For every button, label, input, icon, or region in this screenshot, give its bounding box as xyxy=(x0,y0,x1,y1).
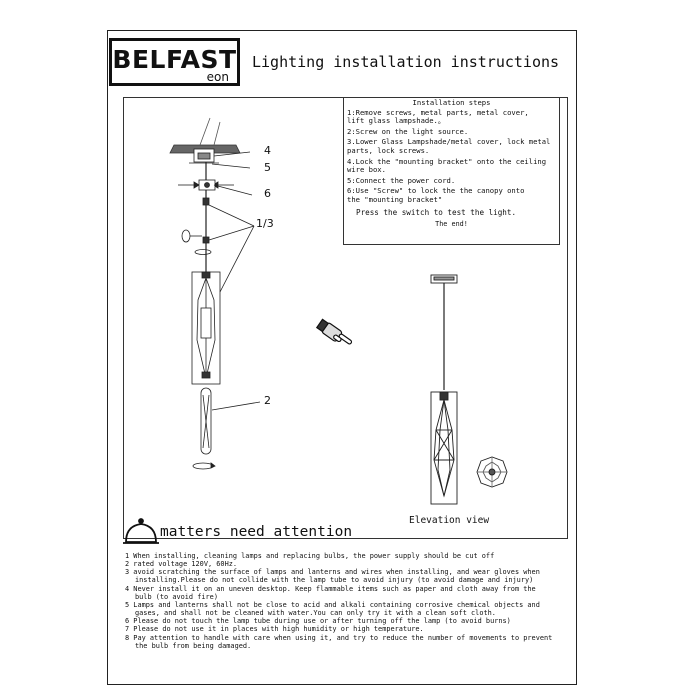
brand-sub: eon xyxy=(206,70,229,84)
test-instruction: Press the switch to test the light. xyxy=(356,207,517,217)
brand-logo: BELFAST eon xyxy=(109,38,240,86)
part-label-2: 2 xyxy=(264,394,271,407)
step-2: 2:Screw on the light source. xyxy=(347,126,469,136)
part-label-1-3: 1/3 xyxy=(256,217,274,230)
fitting-top xyxy=(202,197,210,206)
rotate-indicator-top xyxy=(181,229,212,255)
note-line: bulb (to avoid fire) xyxy=(135,592,218,601)
document-title: Lighting installation instructions xyxy=(252,53,560,71)
end-text: The end! xyxy=(435,220,468,229)
diagram-frame xyxy=(123,97,568,539)
step-3: 3.Lower Glass Lampshade/metal cover, loc… xyxy=(347,137,551,155)
step-4: 4.Lock the "mounting bracket" onto the c… xyxy=(347,156,547,175)
instruction-sheet xyxy=(107,30,577,685)
note-line: installing.Please do not collide with th… xyxy=(135,576,534,585)
attention-notes: 1 When installing, cleaning lamps and re… xyxy=(125,552,565,650)
note-line: gases, and shall not be cleaned with wat… xyxy=(135,609,496,618)
note-line: 6 Please do not touch the lamp tube duri… xyxy=(125,617,511,626)
note-line: 8 Pay attention to handle with care when… xyxy=(125,633,553,642)
note-line: 7 Please do not use it in places with hi… xyxy=(125,625,424,634)
top-view-octagon xyxy=(476,456,508,488)
note-line: 5 Lamps and lanterns shall not be close … xyxy=(125,600,540,609)
note-line: the bulb from being damaged. xyxy=(135,641,252,650)
rotate-indicator-bottom xyxy=(192,462,216,470)
note-line: 3 avoid scratching the surface of lamps … xyxy=(125,568,540,577)
elevation-view-label: Elevation view xyxy=(409,515,490,526)
elevation-lampshade xyxy=(430,391,458,505)
leader-lines xyxy=(208,151,261,411)
brand-name: BELFAST xyxy=(112,45,237,74)
note-line: 2 rated voltage 120V, 60Hz. xyxy=(125,560,238,569)
step-5: 5:Connect the power cord. xyxy=(347,175,456,185)
glass-lampshade xyxy=(191,271,221,385)
installation-steps-box: Installation steps 1:Remove screws, meta… xyxy=(343,97,560,245)
attention-title: matters need attention xyxy=(160,524,353,540)
part-label-5: 5 xyxy=(264,161,271,174)
step-1: 1:Remove screws, metal parts, metal cove… xyxy=(347,107,529,126)
steps-heading: Installation steps xyxy=(412,98,491,107)
note-line: 1 When installing, cleaning lamps and re… xyxy=(125,552,495,560)
step-6: 6:Use "Screw" to lock the the canopy ont… xyxy=(347,186,525,204)
part-label-6: 6 xyxy=(264,187,271,200)
tube-bulb xyxy=(200,387,212,455)
note-line: 4 Never install it on an uneven desktop.… xyxy=(125,584,536,593)
canopy xyxy=(197,152,211,160)
part-label-4: 4 xyxy=(264,144,271,157)
